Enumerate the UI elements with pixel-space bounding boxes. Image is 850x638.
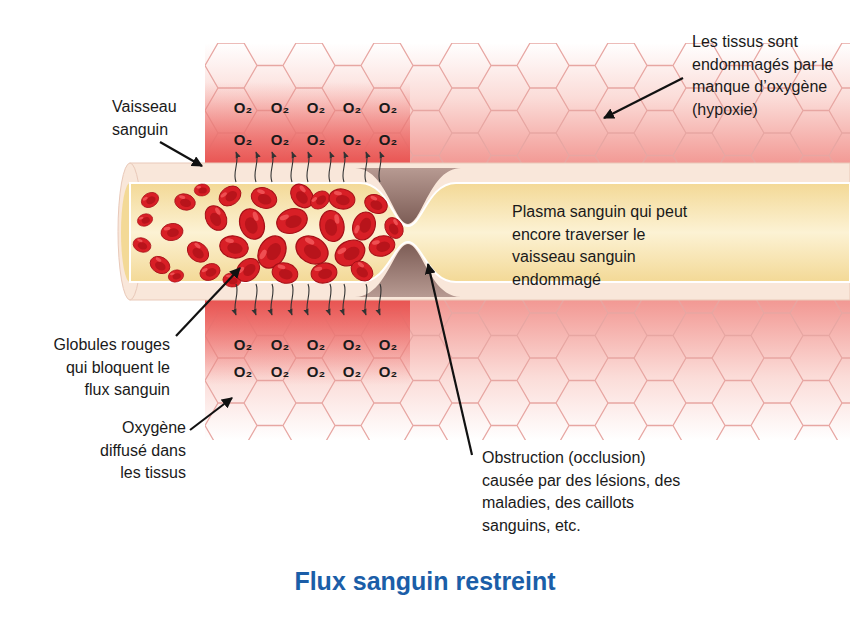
red-blood-cell — [160, 222, 185, 243]
red-blood-cell — [136, 212, 155, 229]
oxygen-label: O₂ — [298, 335, 334, 355]
leader-arrow — [176, 268, 240, 336]
diffusion-arrow — [291, 152, 293, 182]
leader-arrows — [160, 78, 683, 455]
leader-arrow — [428, 264, 472, 455]
callout-label: Plasma sanguin qui peut encore traverser… — [512, 201, 688, 291]
diffusion-arrow — [329, 284, 331, 315]
oxygen-label: O₂ — [334, 362, 370, 382]
oxygen-label: O₂ — [225, 362, 261, 382]
diffusion-arrow — [343, 152, 345, 182]
diffusion-arrow — [307, 284, 309, 315]
tissue-bottom — [205, 300, 850, 440]
oxygen-label: O₂ — [370, 362, 406, 382]
oxygen-label: O₂ — [225, 130, 261, 150]
diffusion-arrow — [235, 284, 237, 315]
leader-arrow — [190, 398, 232, 430]
red-blood-cells — [131, 180, 407, 288]
diffusion-arrow — [307, 152, 309, 182]
red-blood-cell — [215, 182, 244, 210]
oxygen-label: O₂ — [370, 335, 406, 355]
oxygen-label: O₂ — [298, 98, 334, 118]
oxygen-label: O₂ — [262, 98, 298, 118]
diffusion-arrow — [271, 152, 273, 182]
red-blood-cell — [139, 189, 162, 210]
oxygen-label: O₂ — [225, 335, 261, 355]
diffusion-arrow — [365, 152, 367, 182]
diagram-title: Flux sanguin restreint — [0, 566, 850, 596]
vessel-wall — [130, 163, 850, 300]
red-blood-cell — [317, 209, 346, 244]
leader-arrow — [160, 142, 202, 166]
diffusion-arrow — [255, 284, 257, 315]
oxygen-label: O₂ — [370, 98, 406, 118]
red-blood-cell — [347, 257, 376, 285]
callout-label: Oxygène diffusé dans les tissus — [86, 417, 186, 485]
diffusion-arrow — [255, 152, 257, 182]
oxygen-label: O₂ — [298, 130, 334, 150]
red-blood-cell — [270, 260, 300, 286]
red-blood-cell — [197, 260, 223, 283]
red-blood-cell — [194, 183, 211, 196]
tissue-band — [205, 300, 850, 440]
red-blood-cell — [235, 205, 268, 243]
red-blood-cell — [273, 204, 311, 237]
red-blood-cell — [327, 187, 356, 211]
callout-label: Les tissus sont endommagés par le manque… — [692, 31, 842, 121]
red-blood-cell — [183, 238, 212, 267]
oxygen-label: O₂ — [370, 130, 406, 150]
diffusion-arrow — [271, 284, 273, 315]
oxygen-label: O₂ — [298, 362, 334, 382]
diffusion-arrow — [343, 284, 345, 315]
diffusion-arrow — [235, 152, 237, 182]
leader-arrow — [604, 78, 683, 118]
oxygen-label: O₂ — [225, 98, 261, 118]
red-blood-cell — [201, 202, 231, 235]
diffusion-arrow — [329, 152, 331, 182]
red-blood-cell — [173, 192, 197, 213]
red-blood-cell — [131, 235, 153, 254]
red-blood-cell — [167, 268, 185, 284]
red-blood-cell — [381, 214, 407, 242]
callout-label: Obstruction (occlusion) causée par des l… — [482, 447, 692, 537]
diffusion-arrows — [235, 152, 381, 315]
oxygen-label: O₂ — [262, 130, 298, 150]
diffusion-arrow — [291, 284, 293, 315]
red-blood-cell — [248, 184, 279, 212]
callout-label: Globules rouges qui bloquent le flux san… — [40, 334, 170, 402]
oxygen-label: O₂ — [262, 335, 298, 355]
red-blood-cell — [309, 261, 338, 285]
tissue-cells — [205, 300, 850, 440]
callout-label: Vaisseau sanguin — [112, 96, 196, 141]
oxygen-label: O₂ — [334, 98, 370, 118]
red-blood-cell — [218, 234, 250, 261]
oxygen-label: O₂ — [262, 362, 298, 382]
red-blood-cell — [362, 191, 391, 217]
diffusion-arrow — [379, 284, 381, 315]
diffusion-arrow — [365, 284, 367, 315]
diffusion-arrow — [379, 152, 381, 182]
oxygen-label: O₂ — [334, 130, 370, 150]
oxygen-label: O₂ — [334, 335, 370, 355]
